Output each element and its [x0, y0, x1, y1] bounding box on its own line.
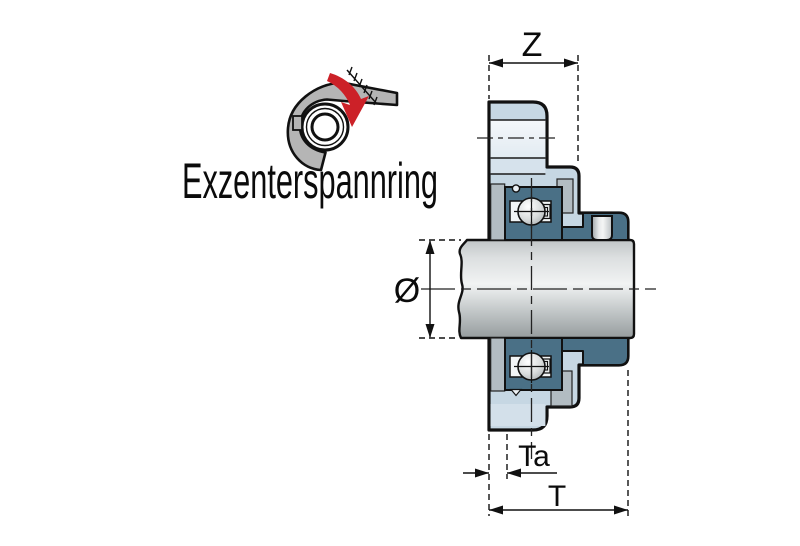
shaft-hatch-line — [346, 66, 378, 106]
flange-band-edges — [490, 119, 546, 175]
bearing-top — [504, 184, 563, 241]
cam-ring — [286, 81, 399, 172]
bearing-bottom — [504, 337, 563, 397]
set-screw — [591, 215, 613, 241]
flange-lower-band — [490, 158, 546, 174]
dimension-diameter-label: Ø — [394, 272, 420, 310]
dimension-z — [488, 55, 579, 165]
eccentric-collar-icon — [286, 66, 399, 172]
rotation-arrow-icon — [327, 73, 369, 127]
collar-bore — [310, 112, 340, 142]
center-lines — [421, 137, 656, 459]
flange-bottom-band — [490, 404, 546, 426]
dimension-diameter — [419, 239, 461, 339]
eccentric-collar-bottom — [561, 337, 629, 366]
dimension-z-label: Z — [522, 26, 543, 64]
bearing-housing-cross-section — [421, 100, 656, 459]
dimension-t-label: T — [548, 480, 566, 513]
dimension-ta-label: Ta — [518, 440, 550, 473]
dimension-t — [489, 370, 629, 516]
caption-label: Exzenterspannring — [182, 153, 438, 209]
flange-bolt-hole-band — [490, 120, 546, 158]
collar-slot-tab — [292, 115, 303, 131]
grease-notch — [509, 388, 523, 397]
grease-hole — [511, 184, 521, 193]
bore-band-bottom — [490, 337, 506, 392]
bore-band-top — [490, 183, 506, 241]
dimension-ta — [463, 434, 557, 516]
collar-mid-ring — [305, 107, 345, 147]
